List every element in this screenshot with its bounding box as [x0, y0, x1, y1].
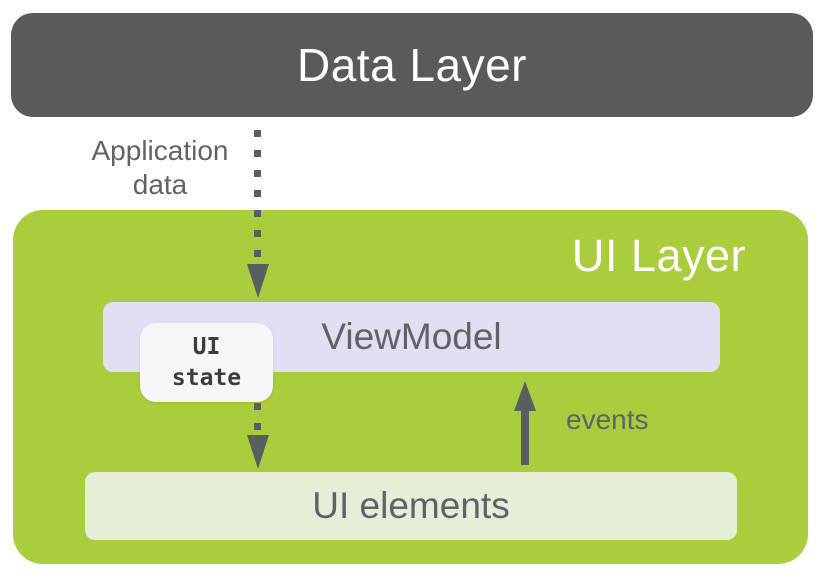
arrow-down-icon — [247, 264, 269, 298]
arrow-up-icon — [514, 381, 536, 411]
ui-state-label: UI state — [171, 333, 242, 391]
ui-elements-label: UI elements — [312, 485, 510, 526]
data-layer-label: Data Layer — [296, 39, 527, 91]
events-arrow-shaft — [521, 408, 529, 465]
data-layer-box: Data Layer — [11, 13, 813, 117]
ui-layer-label: UI Layer — [571, 230, 746, 281]
ui-elements-box: UI elements — [85, 472, 737, 540]
arrow-down-icon — [247, 435, 269, 469]
application-data-label: Application data — [91, 135, 229, 200]
ui-state-badge: UI state — [140, 323, 273, 402]
viewmodel-label: ViewModel — [321, 316, 502, 357]
ui-layer-box: UI Layer ViewModel UI state UI elements — [13, 210, 808, 564]
ui-state-dotted-line — [254, 403, 261, 432]
application-data-dotted-line — [254, 130, 261, 260]
events-label: events — [566, 404, 649, 435]
